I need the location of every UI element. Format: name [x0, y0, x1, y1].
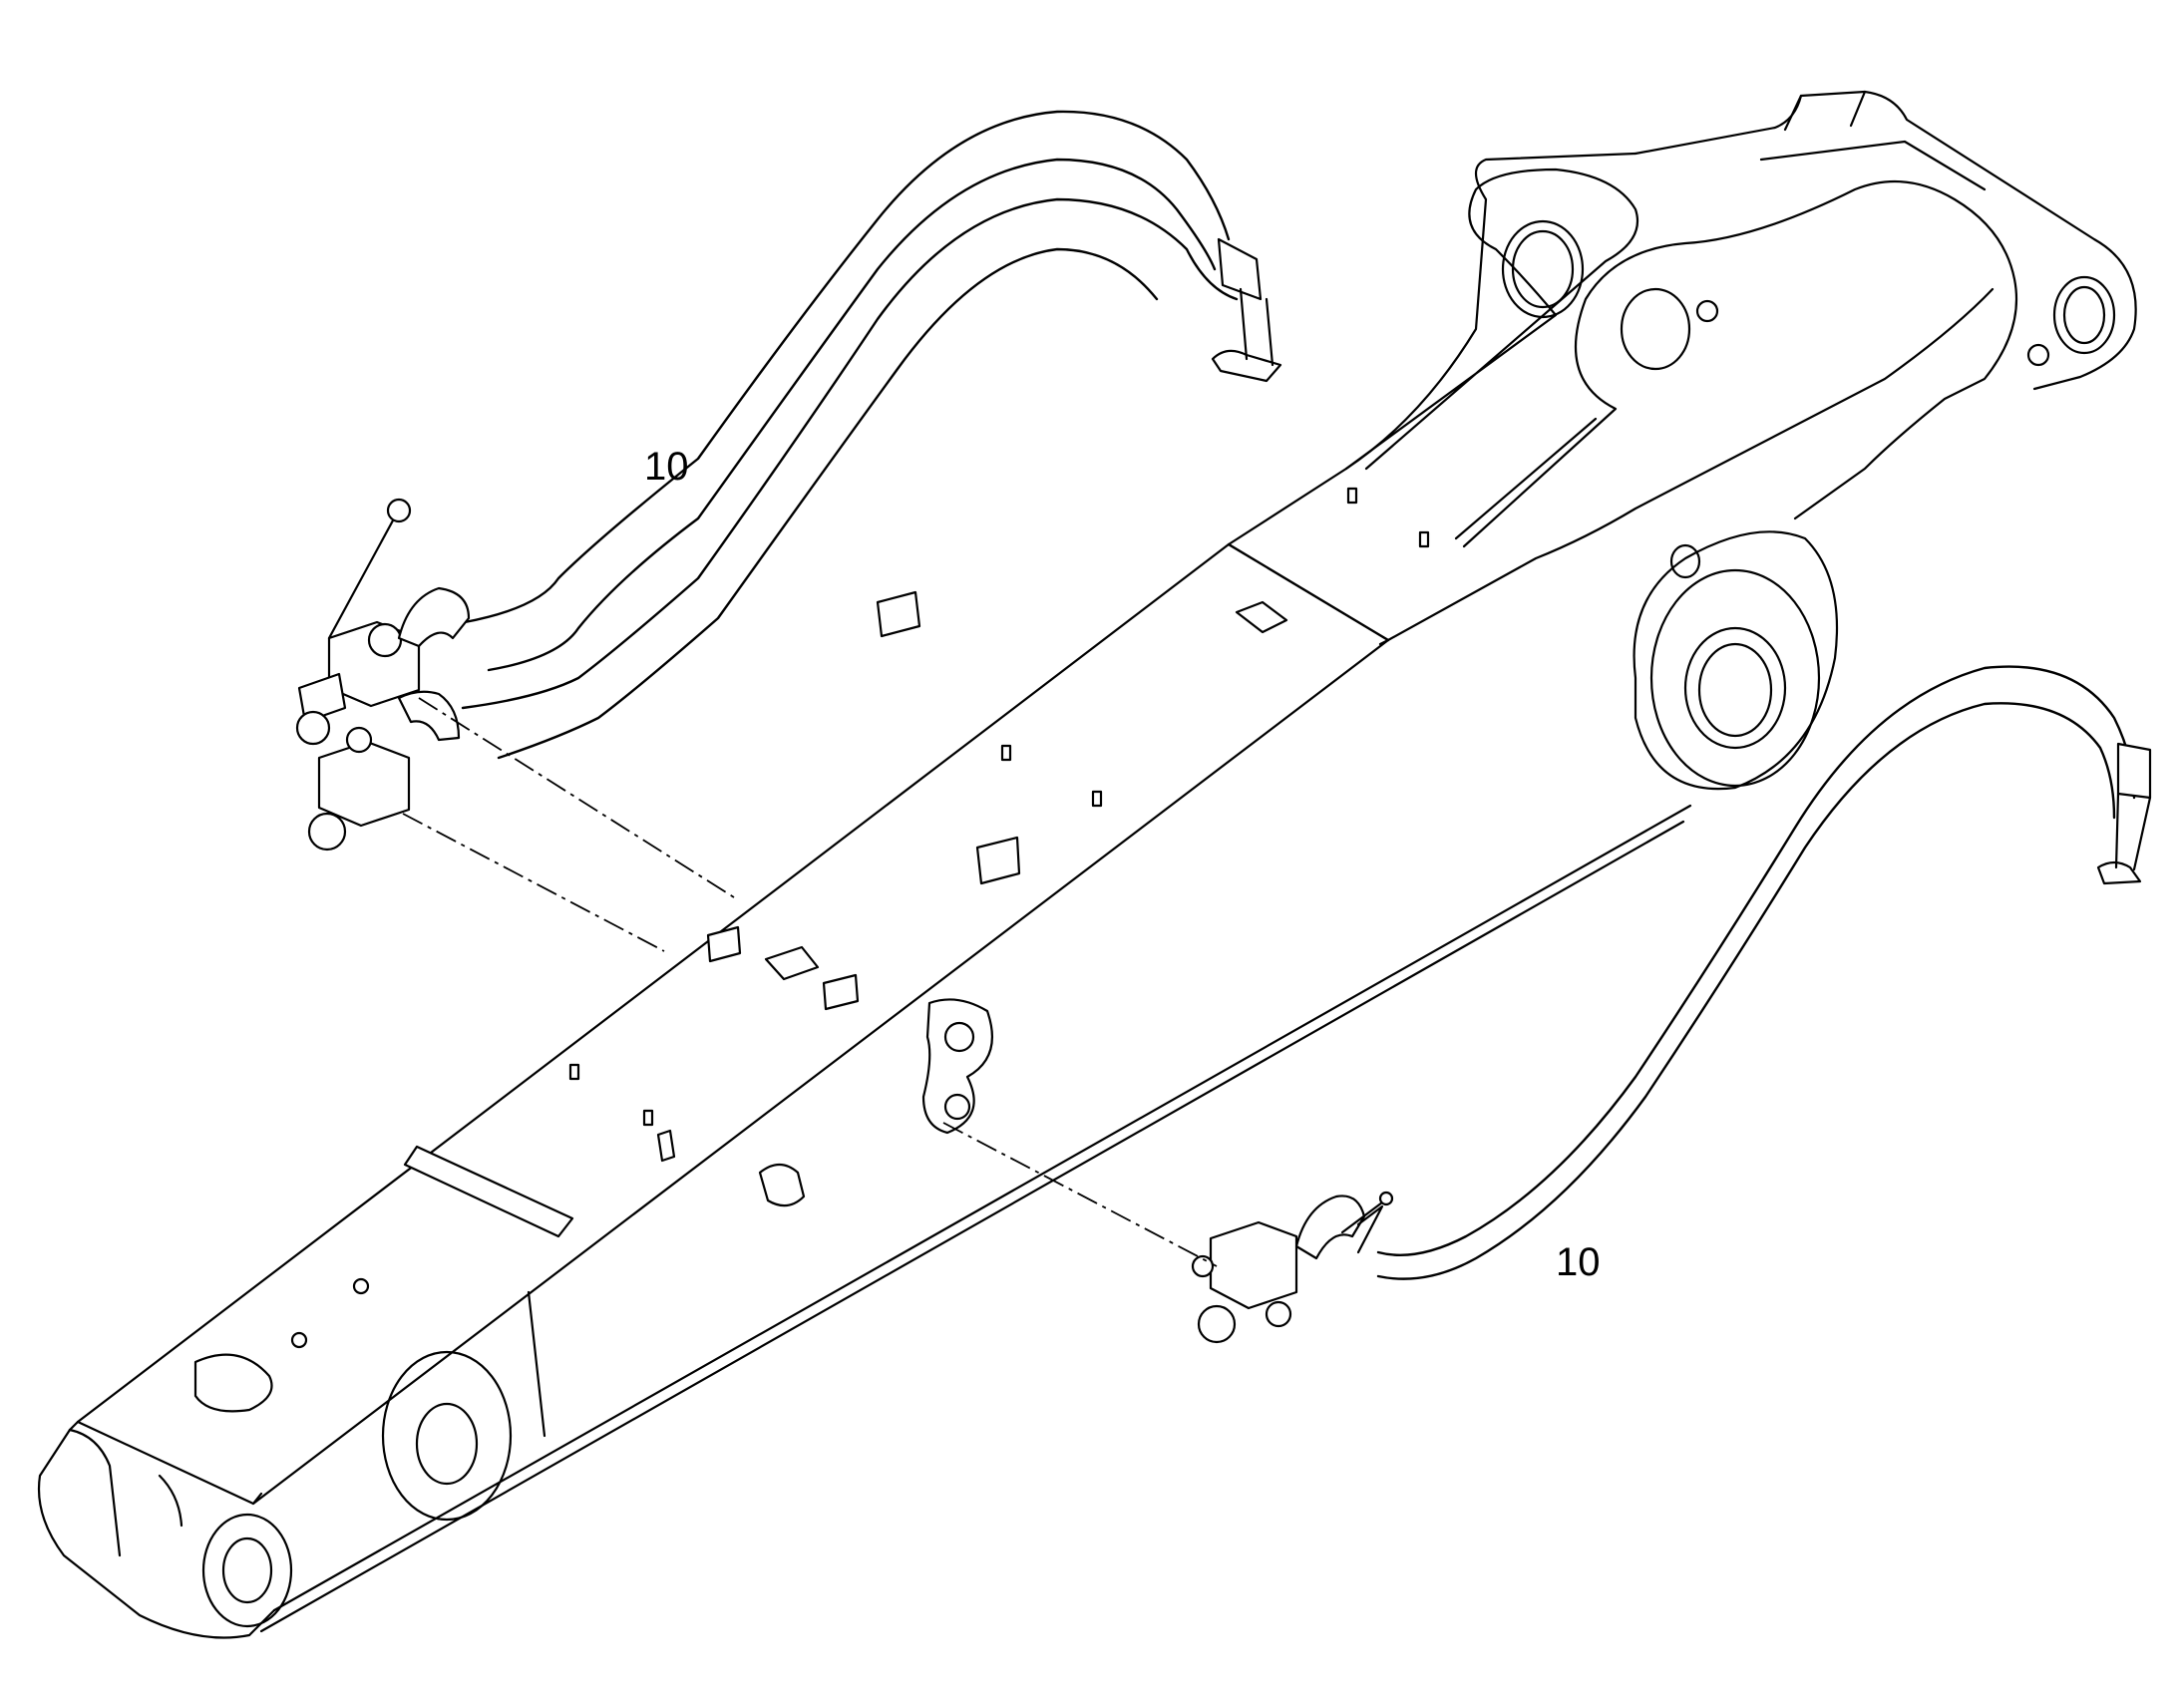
foot-pin-bore	[221, 1537, 273, 1604]
callout-label-lower-hose: 10	[1556, 1240, 1601, 1284]
valve-block-2	[317, 740, 411, 828]
boom-head-outline	[1634, 90, 2137, 391]
stud-5	[568, 1063, 580, 1081]
strip-plate	[403, 1145, 574, 1238]
foot-pin-boss	[201, 1513, 293, 1628]
stud-2	[1091, 790, 1103, 808]
valve-nut-4	[345, 726, 373, 754]
small-boss-2	[2026, 343, 2050, 367]
lower-clip	[1356, 1204, 1384, 1254]
valve-lever	[327, 518, 395, 640]
hose-end-flange	[1211, 349, 1282, 383]
valve-side-1	[297, 672, 347, 724]
upper-hose-outer-2	[461, 197, 1239, 710]
upper-hose-assembly	[295, 110, 1282, 952]
lower-elbow-fitting	[1294, 1195, 1366, 1260]
lug-pin-hole-1	[1501, 219, 1585, 319]
stud-3	[1346, 487, 1358, 505]
right-lug-inner-edge	[1454, 417, 1598, 540]
valve-nut-3	[367, 622, 403, 658]
lower-hose-inner	[1376, 702, 2116, 1280]
boom-upper-mid-edge	[1386, 287, 1995, 642]
elbow-fitting-2	[397, 690, 461, 742]
lower-hose-assembly	[942, 665, 2152, 1344]
bracket-hole-1	[943, 1021, 975, 1053]
callout-label-upper-hose: 10	[644, 445, 689, 489]
oval-plate	[193, 1353, 273, 1413]
block-3	[706, 925, 742, 963]
side-panel-seam	[527, 1290, 546, 1438]
nut-2	[290, 1331, 308, 1349]
head-pin-hole	[2052, 275, 2116, 355]
head-pin-hole-inner	[2062, 285, 2106, 345]
valve-lever-knob	[386, 498, 412, 523]
leader-line-1	[418, 697, 735, 898]
boom-side-lower-edge-inner	[272, 804, 1692, 1612]
upper-hose-outer-1	[463, 110, 1231, 624]
boom-upper-outline	[1227, 152, 1637, 546]
upper-hose-inner-1	[487, 158, 1217, 672]
stud-1	[1000, 744, 1012, 762]
boom-side-lower-edge	[259, 820, 1685, 1633]
top-plate-edge	[68, 638, 1390, 1506]
mid-boss-grease	[1669, 543, 1701, 579]
side-pin-boss	[381, 1350, 513, 1522]
hose-end-fitting-1	[1217, 237, 1263, 301]
foot-rib-1	[68, 1428, 122, 1557]
lower-hose-outer	[1376, 665, 2136, 1256]
foot-rib-2	[158, 1474, 183, 1528]
lower-valve-nut-3	[1265, 1300, 1292, 1328]
valve-nut-1	[295, 710, 331, 746]
lower-hose-end-neck	[2114, 792, 2152, 871]
block-1	[876, 590, 921, 638]
block-2	[975, 836, 1021, 885]
small-boss-1	[1695, 299, 1719, 323]
top-seam-1	[1227, 542, 1390, 642]
stud-4	[1418, 530, 1430, 548]
lug-pin-hole-1-inner	[1511, 229, 1575, 309]
bracket-part	[921, 998, 994, 1135]
lower-valve-lever-knob	[1378, 1191, 1394, 1206]
mid-boss-bore	[1683, 626, 1787, 750]
lower-hose-end-flange	[2096, 860, 2142, 885]
upper-hose-inner-2	[497, 247, 1159, 760]
mid-boss-bore-inner	[1697, 642, 1773, 738]
leader-line-3	[942, 1122, 1218, 1267]
lower-valve-lever	[1340, 1200, 1384, 1234]
boom-head-ribs	[1783, 90, 1867, 132]
lower-valve-nut-2	[1191, 1254, 1215, 1278]
elbow-fitting-1	[397, 586, 471, 648]
mid-boss-ring	[1649, 568, 1821, 788]
lower-valve-nut-1	[1197, 1304, 1237, 1344]
boom-top-plate	[76, 542, 1390, 1506]
leader-line-2	[402, 813, 665, 952]
boom-foot-outline	[37, 1428, 276, 1639]
boom-head-inner	[1759, 140, 1987, 191]
lower-hose-end-fitting	[2116, 742, 2152, 800]
boom-body	[37, 90, 2137, 1639]
right-lug-plate	[1462, 179, 2018, 548]
stud-6	[642, 1109, 654, 1127]
nut-1	[352, 1277, 370, 1295]
side-pin-bore	[415, 1402, 479, 1486]
plate-pad-1	[764, 945, 820, 981]
bracket-hole-2	[943, 1093, 971, 1121]
hose-end-neck	[1239, 287, 1274, 367]
lower-valve-block	[1209, 1220, 1298, 1310]
block-4	[822, 973, 860, 1011]
top-plate-parts	[193, 487, 1430, 1413]
plate-pad-2	[1235, 600, 1288, 634]
roller-part	[758, 1163, 806, 1207]
valve-nut-2	[307, 812, 347, 852]
lug-pin-hole-2	[1620, 287, 1691, 371]
left-lug-plate	[1344, 168, 1639, 471]
stud-7	[656, 1129, 676, 1163]
